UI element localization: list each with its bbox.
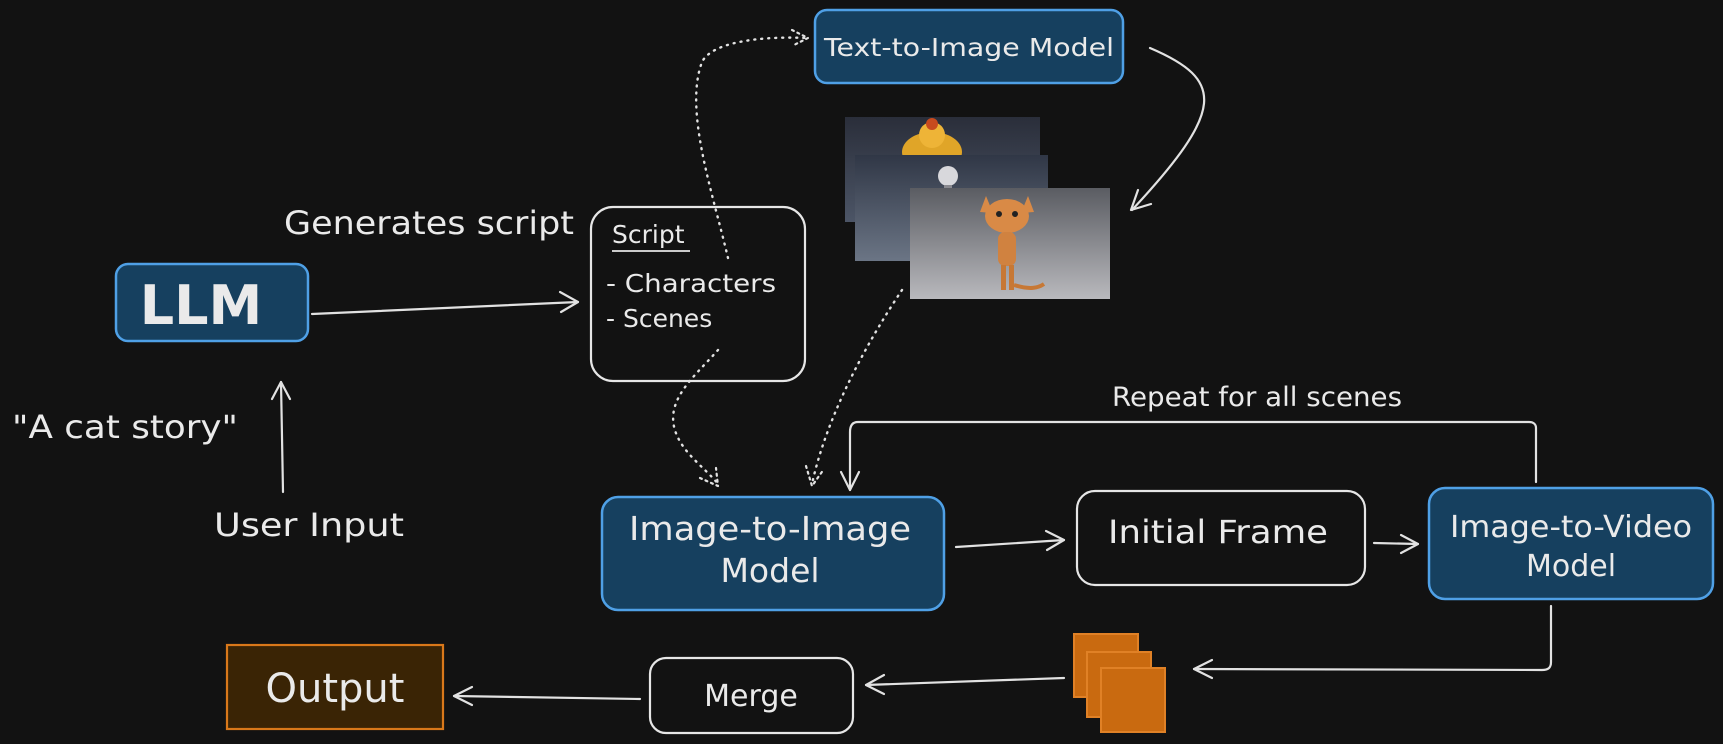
script-title: Script [612,220,685,249]
llm-node: LLM [114,262,310,343]
arrowhead-merge-to-output [452,685,474,707]
arrow-images-to-image-to-image [810,288,904,486]
video-frame-stack-icon [1073,633,1166,733]
cat-character-icon [980,196,1046,290]
image-to-image-label-line1: Image-to-Image [629,509,911,548]
arrow-text-to-image-to-images [1130,46,1206,212]
arrow-llm-to-script [310,300,580,316]
arrowhead-script-to-text-to-image [790,28,810,48]
image-to-video-label-line2: Model [1526,549,1616,584]
script-box [589,205,807,383]
user-input-label: User Input [214,506,404,544]
arrowhead-i2i-to-initial-frame [1044,529,1066,552]
repeat-label: Repeat for all scenes [1112,382,1402,413]
image-to-image-box [600,495,946,612]
script-item-scenes: - Scenes [606,304,712,333]
arrow-script-to-image-to-image [671,348,720,486]
arrowhead-script-to-image-to-image [698,466,720,488]
output-box [225,643,445,731]
arrowhead-i2v-to-frames [1192,658,1214,680]
arrow-script-to-text-to-image [695,36,808,260]
generated-images-stack [845,117,1110,299]
arrow-frames-to-merge [864,676,1066,687]
video-frame-3 [1100,667,1166,733]
arrow-i2i-to-initial-frame [954,538,1066,549]
output-label: Output [266,666,405,712]
user-quote-label: "A cat story" [12,408,238,446]
script-node: Script - Characters - Scenes [589,205,807,383]
text-to-image-label: Text-to-Image Model [823,33,1114,62]
bear-hat-icon [926,118,938,130]
arrow-merge-to-output [452,694,642,701]
arrow-initial-frame-to-i2v [1372,541,1420,546]
initial-frame-node: Initial Frame [1075,489,1367,587]
creature-character-icon [938,166,958,186]
arrow-i2v-to-frames [1192,604,1553,672]
arrow-user-input-to-llm [279,380,285,494]
image-to-image-label-line2: Model [720,551,819,590]
image-to-video-label-line1: Image-to-Video [1450,510,1692,545]
initial-frame-box [1075,489,1367,587]
llm-box [114,262,310,343]
arrowhead-text-to-image-to-images [1129,188,1153,212]
output-node: Output [225,643,445,731]
image-to-video-node: Image-to-Video Model [1427,486,1715,601]
image-to-video-box [1427,486,1715,601]
merge-label: Merge [704,679,798,714]
text-to-image-box [813,8,1125,85]
arrowhead-user-input-to-llm [270,380,292,401]
merge-box [648,656,855,735]
llm-label: LLM [140,274,263,337]
arrow-repeat-loop [848,420,1538,492]
script-item-characters: - Characters [606,269,776,298]
arrowhead-frames-to-merge [864,673,886,696]
generates-script-label: Generates script [284,204,574,242]
text-to-image-node: Text-to-Image Model [813,8,1125,85]
arrowhead-repeat-loop [839,470,861,492]
connectors [270,28,1553,707]
image-to-image-node: Image-to-Image Model [600,495,946,612]
arrowhead-images-to-image-to-image [804,464,826,488]
arrowhead-initial-frame-to-i2v [1399,533,1420,555]
merge-node: Merge [648,656,855,735]
initial-frame-label: Initial Frame [1108,513,1328,551]
arrowhead-llm-to-script [558,290,580,314]
bear-head-icon [919,122,945,148]
